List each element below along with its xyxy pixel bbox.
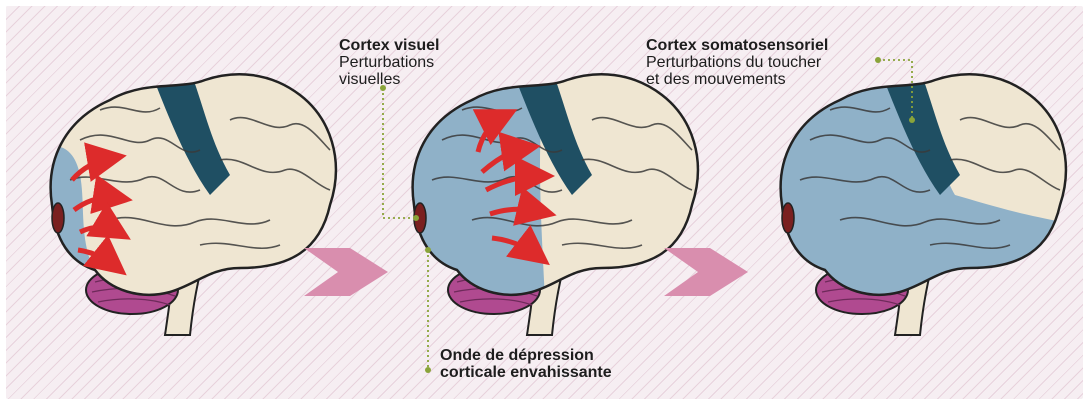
label-visual-cortex: Cortex visuel Perturbations visuelles: [339, 37, 439, 88]
label-somato-title: Cortex somatosensoriel: [646, 37, 829, 54]
leader-dot: [380, 85, 386, 91]
red-curved-arrow-icon: [480, 131, 541, 174]
central-sulcus-2: [512, 74, 592, 195]
red-curved-arrow-icon: [484, 156, 555, 197]
label-somatosensory-cortex: Cortex somatosensoriel Perturbations du …: [646, 37, 828, 88]
pink-chevron-icon: [664, 248, 748, 296]
red-curved-arrow-icon: [491, 224, 550, 266]
leader-dot: [413, 215, 419, 221]
leader-dot: [909, 117, 915, 123]
occipital-spot-1: [51, 202, 65, 234]
label-wave-line1: Onde de dépression: [440, 347, 594, 364]
red-curved-arrow-icon: [72, 174, 133, 214]
red-curved-arrow-icon: [472, 109, 518, 153]
occipital-spot-3: [781, 202, 795, 234]
label-somato-line1: Perturbations du toucher: [646, 54, 822, 71]
leader-line-somato: [878, 59, 913, 120]
leader-dot: [875, 57, 881, 63]
leader-line-visual: [382, 88, 416, 219]
label-wave-line2: corticale envahissante: [440, 364, 612, 381]
central-sulcus-1: [150, 74, 230, 195]
leader-dot: [425, 367, 431, 373]
leader-dot: [425, 247, 431, 253]
label-visual-line2: visuelles: [339, 71, 401, 88]
pink-chevron-icon: [304, 248, 388, 296]
brain-3: [779, 73, 1068, 336]
label-visual-line1: Perturbations: [339, 54, 435, 71]
central-sulcus-3: [880, 74, 960, 195]
red-curved-arrow-icon: [489, 186, 557, 226]
brain-1: [49, 73, 338, 336]
red-curved-arrow-icon: [78, 201, 131, 240]
red-curved-arrow-icon: [77, 234, 127, 276]
label-somato-line2: et des mouvements: [646, 71, 786, 88]
label-visual-title: Cortex visuel: [339, 37, 440, 54]
red-curved-arrow-icon: [70, 142, 127, 182]
brain-2: [411, 73, 700, 336]
label-spreading-depression: Onde de dépression corticale envahissant…: [440, 347, 612, 381]
